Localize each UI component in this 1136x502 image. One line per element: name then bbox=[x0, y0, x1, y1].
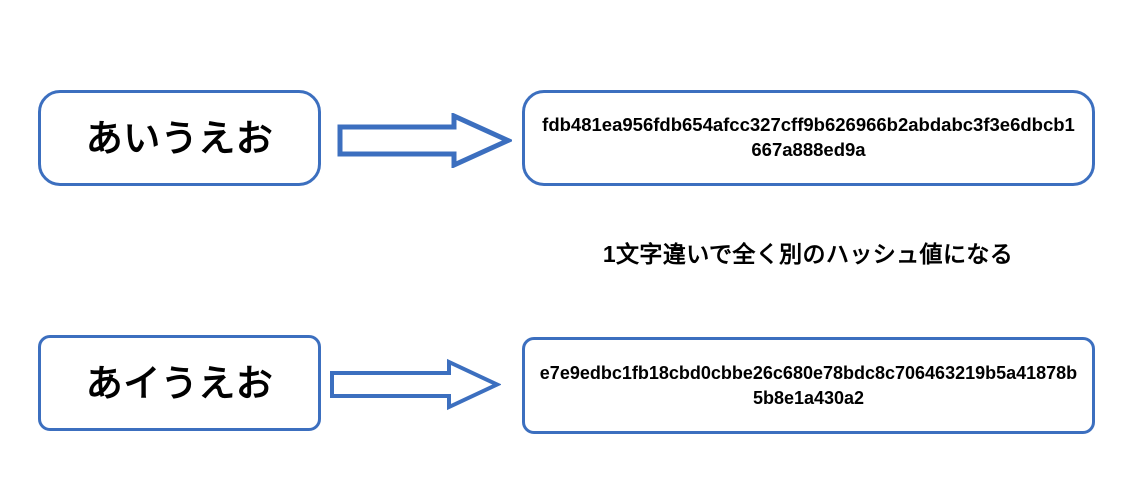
caption: 1文字違いで全く別のハッシュ値になる bbox=[0, 235, 1136, 269]
right-block-arrow-icon-row-2 bbox=[329, 357, 502, 417]
hash-value-row-2: e7e9edbc1fb18cbd0cbbe26c680e78bdc8c70646… bbox=[539, 363, 1078, 408]
input-box-row-2: あイうえお bbox=[38, 335, 321, 431]
input-box-row-1: あいうえお bbox=[38, 90, 321, 186]
caption-text: 1文字違いで全く別のハッシュ値になる bbox=[602, 241, 1014, 267]
hash-value-row-1: fdb481ea956fdb654afcc327cff9b626966b2abd… bbox=[542, 114, 1075, 160]
hash-box-row-1: fdb481ea956fdb654afcc327cff9b626966b2abd… bbox=[522, 90, 1095, 186]
right-block-arrow-icon-row-1 bbox=[337, 112, 515, 173]
input-label-row-2: あイうえお bbox=[85, 362, 274, 404]
input-label-row-1: あいうえお bbox=[85, 117, 274, 159]
hash-box-row-2: e7e9edbc1fb18cbd0cbbe26c680e78bdc8c70646… bbox=[522, 337, 1095, 434]
